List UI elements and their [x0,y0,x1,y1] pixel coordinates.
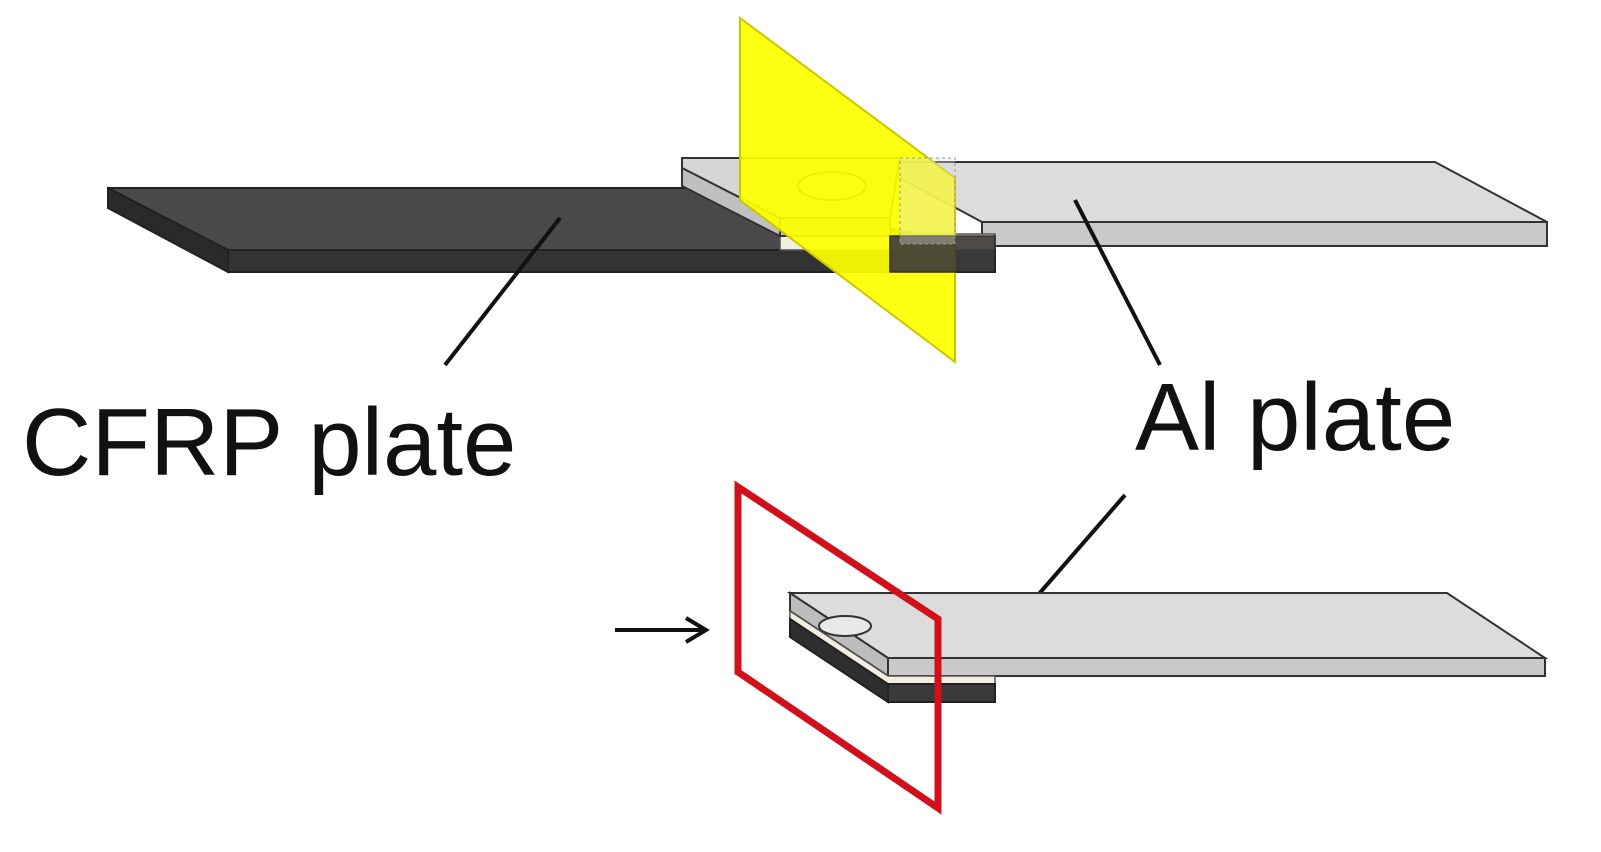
cfrp-plate-label: CFRP plate [22,389,516,496]
upper-assembly [107,16,1548,365]
al-leader-line-upper [1073,199,1162,366]
fastener-hole-lower [818,615,872,637]
lower-assembly [615,480,1549,815]
al-plate-lower-top-face [786,592,1549,659]
cfrp-plate [107,186,996,274]
al-leader-line-lower [1036,493,1127,597]
right-arrow-icon [615,616,710,644]
yellow-cut-plane [739,16,956,365]
cfrp-leader-line [443,216,562,367]
al-plate-lower-front-face [887,657,1546,677]
section-plane-frame [734,480,942,815]
al-plate-long-edge-behind-plane [899,157,956,245]
al-plate-long-top-face [869,161,1548,223]
cfrp-plate-step [889,235,996,273]
al-plate-long [869,161,1548,247]
al-plate-label: Al plate [1135,364,1455,471]
al-plate-lower [786,591,1549,678]
al-plate-long-front-face [981,221,1548,247]
